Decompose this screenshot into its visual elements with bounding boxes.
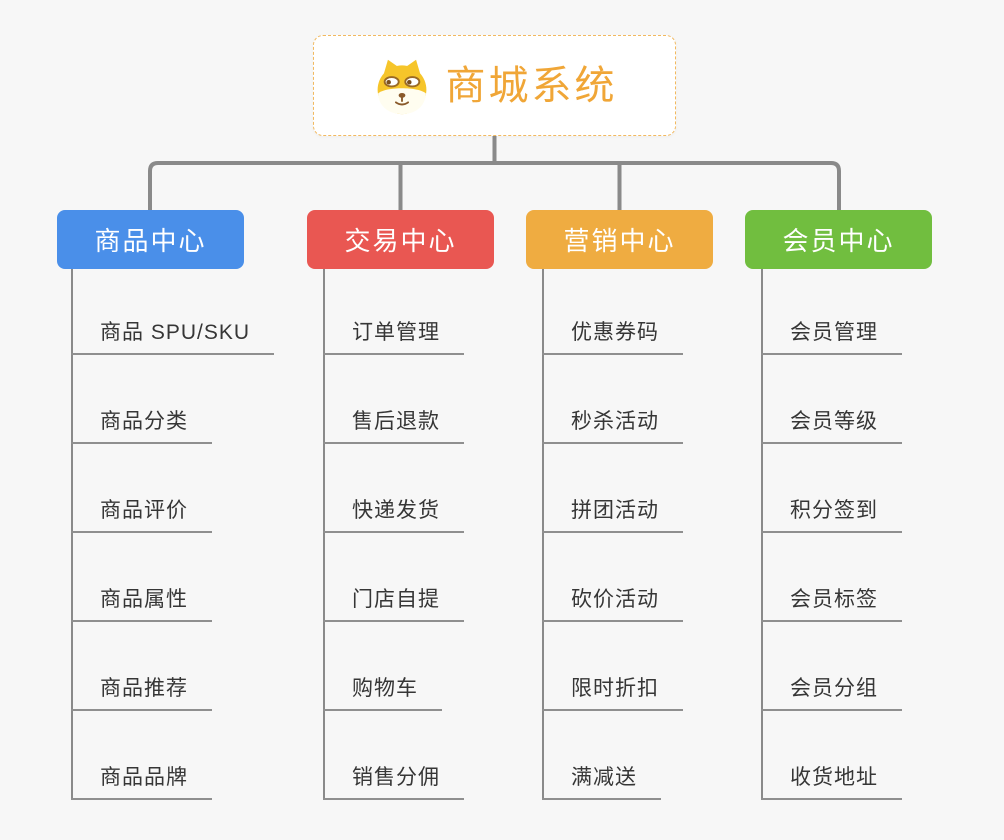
mindmap-node-sales-commission[interactable]: 销售分佣 — [323, 754, 464, 800]
mindmap-node-member-group[interactable]: 会员分组 — [761, 665, 902, 711]
dog-face-icon — [377, 59, 426, 114]
branch-node-marketing-center[interactable]: 营销中心 — [526, 210, 713, 269]
mindmap-node-shopping-cart[interactable]: 购物车 — [323, 665, 442, 711]
mindmap-node-product-category[interactable]: 商品分类 — [71, 398, 212, 444]
mindmap-node-flash-sale[interactable]: 秒杀活动 — [542, 398, 683, 444]
mindmap-node-aftersale-refund[interactable]: 售后退款 — [323, 398, 464, 444]
root-node-title: 商城系统 — [445, 63, 618, 108]
mindmap-node-spend-and-save[interactable]: 满减送 — [542, 754, 661, 800]
mindmap-node-coupon-code[interactable]: 优惠券码 — [542, 309, 683, 355]
mindmap-node-member-level[interactable]: 会员等级 — [761, 398, 902, 444]
mindmap-node-bargain-activity[interactable]: 砍价活动 — [542, 576, 683, 622]
mindmap-node-order-management[interactable]: 订单管理 — [323, 309, 464, 355]
mindmap-node-product-spu-sku[interactable]: 商品 SPU/SKU — [71, 309, 275, 355]
mindmap-node-member-management[interactable]: 会员管理 — [761, 309, 902, 355]
mindmap-node-express-delivery[interactable]: 快递发货 — [323, 487, 464, 533]
mindmap-node-product-recommend[interactable]: 商品推荐 — [71, 665, 212, 711]
mindmap-node-member-tag[interactable]: 会员标签 — [761, 576, 902, 622]
mindmap-node-store-pickup[interactable]: 门店自提 — [323, 576, 464, 622]
mindmap-node-group-buy[interactable]: 拼团活动 — [542, 487, 683, 533]
branch-node-member-center[interactable]: 会员中心 — [745, 210, 932, 269]
root-node-mall-system[interactable]: 商城系统 — [313, 35, 676, 136]
branch-node-product-center[interactable]: 商品中心 — [57, 210, 244, 269]
mindmap-node-product-attribute[interactable]: 商品属性 — [71, 576, 212, 622]
mindmap-node-product-brand[interactable]: 商品品牌 — [71, 754, 212, 800]
mindmap-node-points-checkin[interactable]: 积分签到 — [761, 487, 902, 533]
branch-node-trade-center[interactable]: 交易中心 — [307, 210, 494, 269]
mindmap-node-shipping-address[interactable]: 收货地址 — [761, 754, 902, 800]
mindmap-node-product-review[interactable]: 商品评价 — [71, 487, 212, 533]
mindmap-node-limited-time-discount[interactable]: 限时折扣 — [542, 665, 683, 711]
